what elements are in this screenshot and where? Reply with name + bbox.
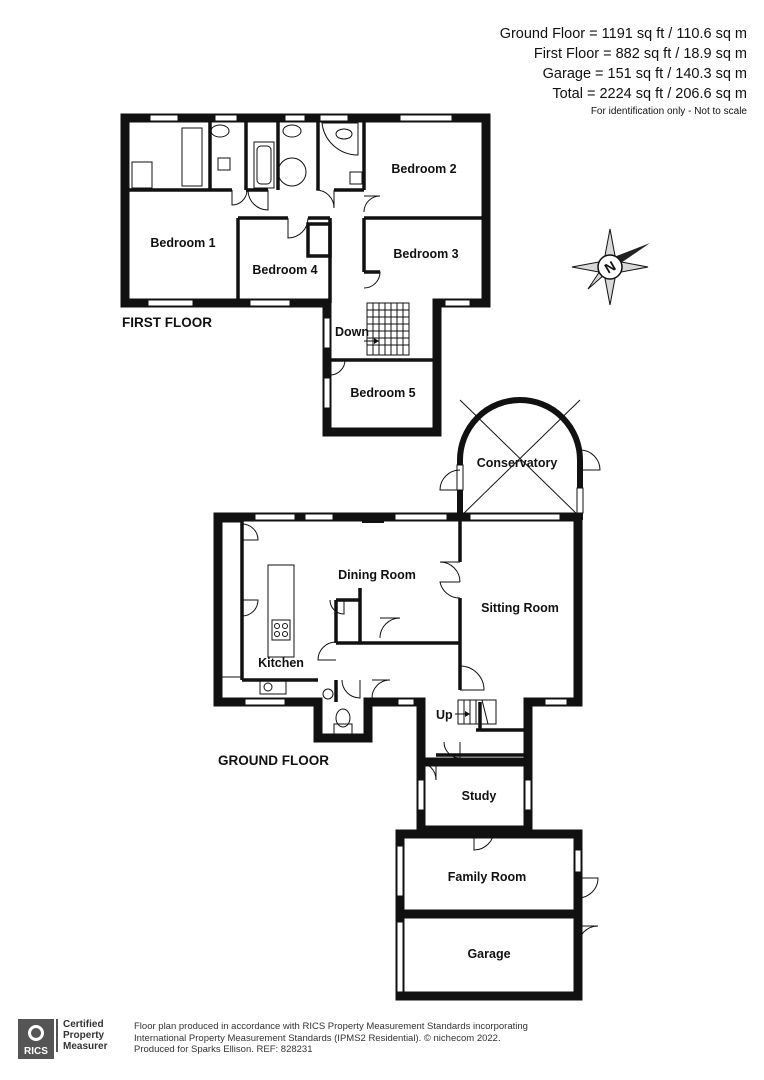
bedroom-3-label: Bedroom 3	[393, 247, 458, 261]
garage-area: Garage = 151 sq ft / 140.3 sq m	[542, 66, 747, 82]
kitchen-label: Kitchen	[258, 656, 304, 670]
ground-floor-area: Ground Floor = 1191 sq ft / 110.6 sq m	[499, 26, 747, 42]
study-label: Study	[462, 789, 497, 803]
footer-line-3: Produced for Sparks Ellison. REF: 828231	[134, 1044, 313, 1055]
dining-room-label: Dining Room	[338, 568, 416, 582]
footer-disclaimer: Floor plan produced in accordance with R…	[134, 1021, 528, 1056]
bedroom-1-label: Bedroom 1	[150, 236, 215, 250]
family-room-label: Family Room	[448, 870, 527, 884]
bedroom-4-label: Bedroom 4	[252, 263, 317, 277]
first-floor-area: First Floor = 882 sq ft / 18.9 sq m	[533, 46, 747, 62]
conservatory-label: Conservatory	[477, 456, 558, 470]
first-floor-stairs	[364, 302, 410, 356]
footer-line-1: Floor plan produced in accordance with R…	[134, 1021, 528, 1032]
rics-mark: RICS	[24, 1046, 48, 1057]
footer-line-2: International Property Measurement Stand…	[134, 1032, 501, 1044]
garage-label: Garage	[467, 947, 510, 961]
first-floor-plan: Bedroom 1 Bedroom 2 Bedroom 3 Bedroom 4 …	[120, 113, 491, 437]
ground-floor-title: GROUND FLOOR	[218, 753, 329, 768]
footer: RICS Certified Property Measurer Floor p…	[18, 1019, 758, 1061]
scale-note: For identification only - Not to scale	[590, 106, 747, 117]
ground-floor-stairs	[455, 699, 497, 725]
ground-floor-plan: Conservatory Dining Room Sitting Room Ki…	[213, 397, 601, 1001]
north-compass: N	[571, 228, 650, 306]
bathroom-fixtures	[131, 122, 363, 189]
bedroom-2-label: Bedroom 2	[391, 162, 456, 176]
conservatory	[439, 397, 601, 520]
bedroom-5-label: Bedroom 5	[350, 386, 415, 400]
badge-line-3: Measurer	[63, 1041, 108, 1052]
area-summary: Ground Floor = 1191 sq ft / 110.6 sq m F…	[500, 24, 747, 119]
stairs-down-label: Down	[335, 325, 369, 339]
badge-line-2: Property	[63, 1030, 105, 1041]
certified-badge: Certified Property Measurer	[56, 1019, 107, 1052]
sitting-room-label: Sitting Room	[481, 601, 559, 615]
badge-line-1: Certified	[63, 1019, 104, 1030]
total-area: Total = 2224 sq ft / 206.6 sq m	[552, 86, 747, 102]
rics-logo: RICS	[18, 1019, 54, 1059]
first-floor-title: FIRST FLOOR	[122, 315, 212, 330]
stairs-up-label: Up	[436, 708, 453, 722]
